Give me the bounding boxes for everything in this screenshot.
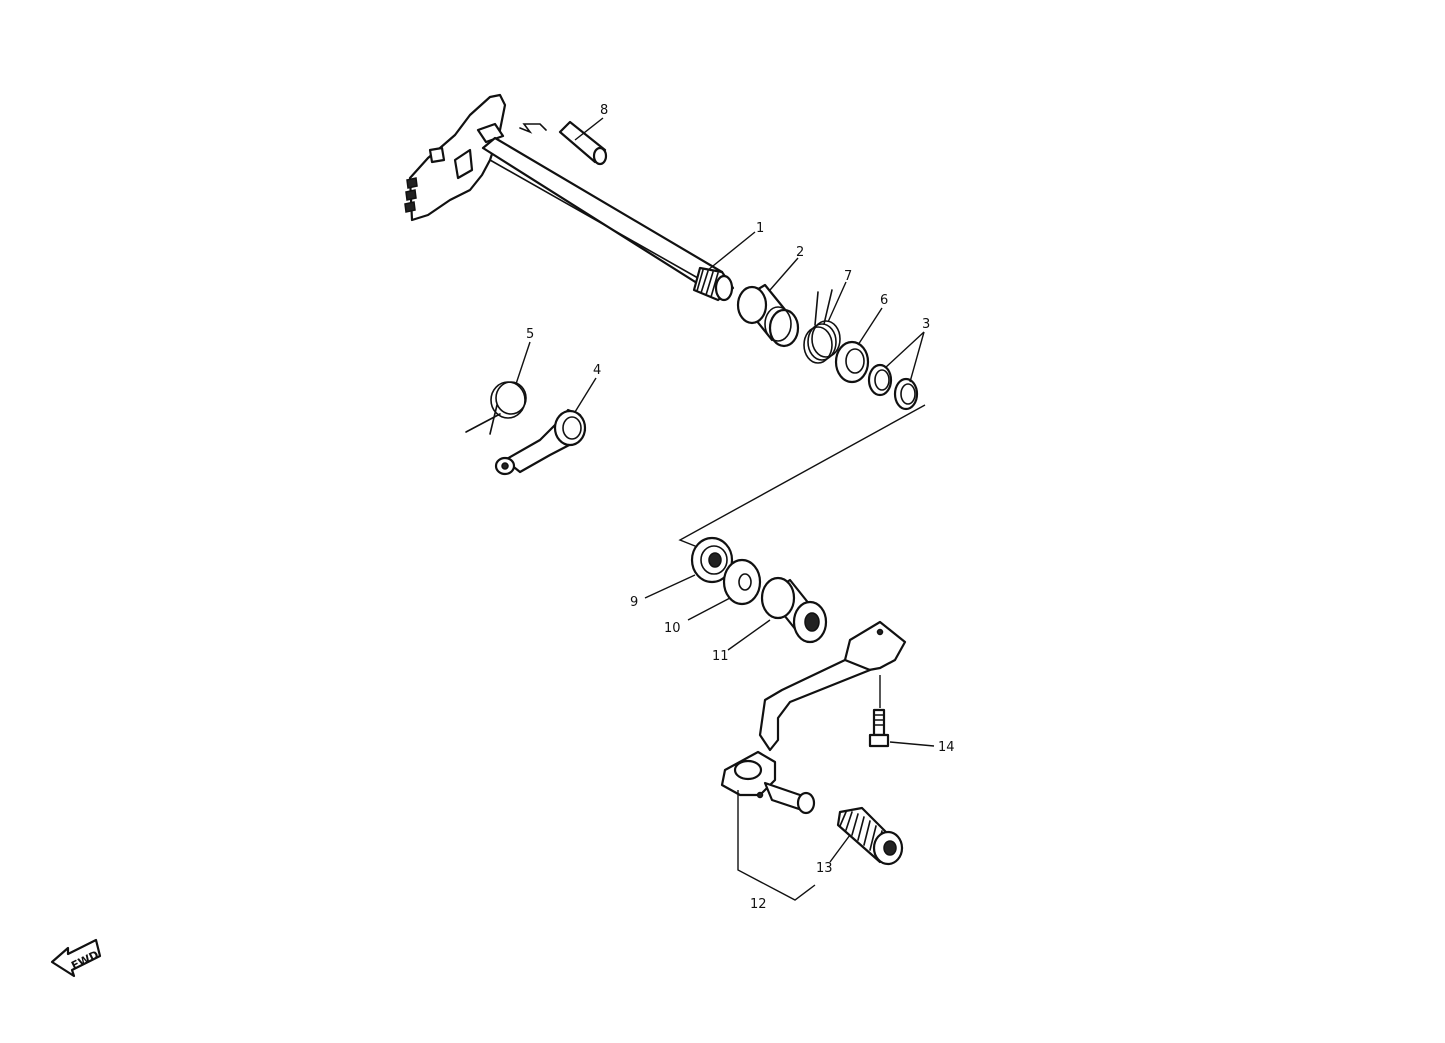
callout-12: 12: [750, 897, 767, 912]
shift-lever-plate: [404, 93, 507, 222]
callout-3: 3: [922, 317, 930, 332]
callout-7: 7: [844, 269, 852, 284]
callout-5: 5: [526, 327, 534, 342]
callout-11: 11: [712, 649, 729, 664]
circlip-3b: [893, 377, 919, 411]
arrow-left-icon: [50, 938, 102, 978]
dowel-pin: [558, 120, 608, 166]
pedal-rubber: [836, 806, 904, 866]
assembly-line: [678, 404, 926, 549]
callout-14: 14: [938, 740, 955, 755]
torsion-spring: [803, 289, 841, 364]
oil-seal: [690, 536, 734, 584]
callout-6: 6: [880, 293, 888, 308]
callout-1: 1: [756, 221, 764, 236]
shaft-spline-end: [692, 266, 735, 302]
callout-9: 9: [630, 595, 638, 610]
callout-2: 2: [796, 245, 804, 260]
fwd-direction-marker: FWD: [50, 938, 102, 978]
washer-10: [722, 558, 762, 606]
leader-lines: [515, 117, 935, 901]
washer-6: [834, 340, 870, 384]
break-line: [519, 123, 547, 134]
callout-10: 10: [664, 621, 681, 636]
callout-4: 4: [593, 363, 601, 378]
shift-arm: [494, 408, 587, 476]
return-spring: [465, 381, 527, 435]
callout-13: 13: [816, 861, 833, 876]
callout-labels: 1 2 3 4 5 6 7 8 9 10 11 12 13 14: [526, 103, 955, 912]
callout-8: 8: [600, 103, 608, 118]
shift-pedal: [720, 620, 907, 815]
circlip-3a: [867, 363, 893, 397]
bushing: [760, 576, 828, 644]
bolt: [868, 675, 890, 748]
collar: [736, 283, 800, 348]
